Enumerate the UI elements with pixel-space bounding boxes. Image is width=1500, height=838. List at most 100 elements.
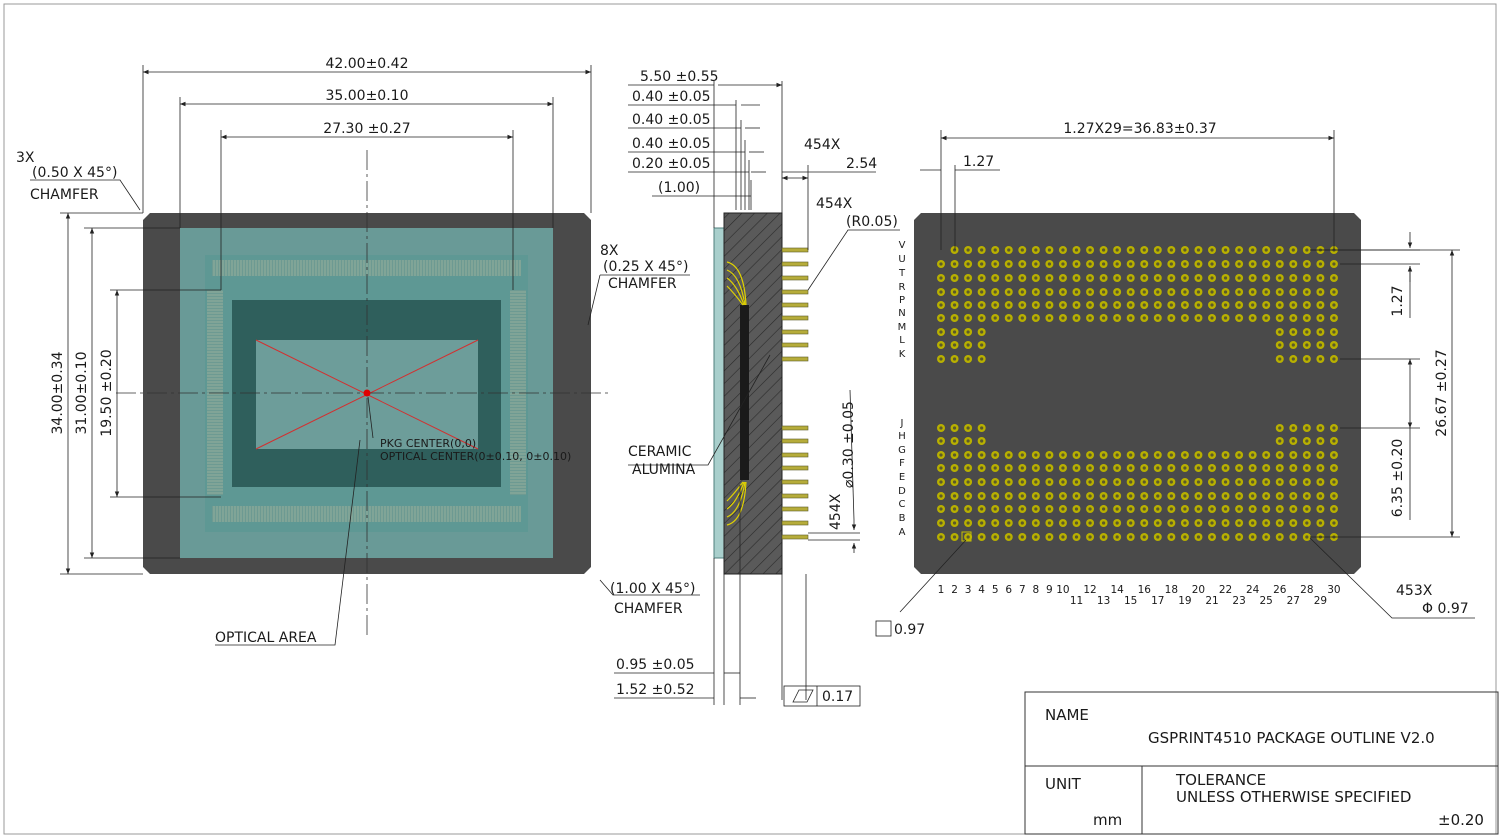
- pin-hole: [1020, 507, 1024, 511]
- pin-hole: [1183, 466, 1187, 470]
- pin-hole: [1183, 290, 1187, 294]
- pin-hole: [1156, 316, 1160, 320]
- pin-hole: [1251, 316, 1255, 320]
- column-label: 29: [1314, 595, 1327, 607]
- pin-hole: [1291, 521, 1295, 525]
- pin-hole: [1074, 494, 1079, 498]
- pin-hole: [1332, 507, 1336, 511]
- pin-hole: [980, 343, 984, 347]
- pin-hole: [1156, 521, 1160, 525]
- pin-hole: [1305, 343, 1309, 347]
- pin-hole: [952, 507, 957, 511]
- pin-hole: [1210, 507, 1214, 511]
- pin-hole: [1264, 535, 1268, 539]
- pin-hole: [1237, 276, 1241, 280]
- side-pin: [781, 479, 809, 485]
- pin-hole: [1251, 276, 1255, 280]
- pin-hole: [1318, 276, 1322, 280]
- pin-hole: [1223, 276, 1228, 280]
- chamfer-left-size: (0.50 X 45°): [32, 165, 117, 181]
- pin-hole: [1264, 507, 1268, 511]
- pin-hole: [1074, 290, 1079, 294]
- dim-glass-thickness: 0.95 ±0.05: [616, 657, 695, 673]
- pin-hole: [1223, 262, 1228, 266]
- pin-hole: [1142, 453, 1146, 457]
- chamfer-right-word: CHAMFER: [608, 276, 677, 292]
- pin-hole: [1156, 480, 1160, 484]
- pin-hole: [966, 535, 970, 539]
- pin-hole: [1034, 290, 1038, 294]
- pin-hole: [1251, 290, 1255, 294]
- pin-hole: [1115, 507, 1119, 511]
- pin-hole: [1115, 316, 1119, 320]
- pin-hole: [1291, 535, 1295, 539]
- pin-hole: [1142, 303, 1146, 307]
- pin-hole: [1251, 303, 1255, 307]
- side-pin: [781, 534, 809, 540]
- side-pin: [781, 520, 809, 526]
- pin-hole: [1034, 276, 1038, 280]
- pin-hole: [952, 262, 957, 266]
- pin-hole: [1223, 494, 1228, 498]
- dim-glass-gap: 1.52 ±0.52: [616, 682, 695, 698]
- pin-hole: [1196, 262, 1201, 266]
- pin-hole: [1129, 521, 1133, 525]
- pin-hole: [1332, 316, 1336, 320]
- title-unit-label: UNIT: [1045, 775, 1082, 793]
- pin-hole: [1278, 494, 1282, 498]
- pin-hole: [1278, 303, 1282, 307]
- pin-hole: [1047, 248, 1051, 252]
- pin-hole: [1264, 303, 1268, 307]
- pin-hole: [1237, 466, 1241, 470]
- pin-hole: [1115, 494, 1119, 498]
- pin-hole: [1102, 316, 1106, 320]
- pin-hole: [1251, 453, 1255, 457]
- side-pin: [781, 329, 809, 335]
- title-tolerance-line1: TOLERANCE: [1175, 771, 1266, 789]
- pin-hole: [1196, 535, 1201, 539]
- row-label: U: [898, 254, 905, 265]
- pin-hole: [1047, 507, 1051, 511]
- pin-hole: [1020, 466, 1024, 470]
- pin-hole: [1318, 480, 1322, 484]
- pin-hole: [1169, 248, 1173, 252]
- pin-hole: [939, 330, 943, 334]
- pin-hole: [1196, 494, 1201, 498]
- dim-optical-height: 19.50 ±0.20: [99, 349, 115, 436]
- pin-hole: [993, 466, 997, 470]
- pin-hole: [1305, 453, 1309, 457]
- pin-hole: [980, 316, 984, 320]
- pin-hole: [1264, 480, 1268, 484]
- pin-hole: [1318, 521, 1322, 525]
- pin-hole: [1020, 521, 1024, 525]
- pin-hole: [1291, 276, 1295, 280]
- column-label: 15: [1124, 595, 1137, 607]
- column-label: 1: [938, 584, 945, 596]
- pin-hole: [993, 453, 997, 457]
- pin-hole: [1169, 262, 1173, 266]
- column-label: 16: [1138, 584, 1152, 596]
- pin-hole: [1074, 535, 1079, 539]
- pin-hole: [1183, 480, 1187, 484]
- pin-hole: [1034, 494, 1038, 498]
- pin-hole: [1318, 494, 1322, 498]
- pin-hole: [1251, 494, 1255, 498]
- pin-hole: [952, 466, 957, 470]
- pin-hole: [1332, 426, 1336, 430]
- pin-hole: [1061, 316, 1065, 320]
- pin-hole: [1251, 480, 1255, 484]
- pin-hole: [1237, 316, 1241, 320]
- pin-hole: [1129, 507, 1133, 511]
- pin-hole: [1034, 535, 1038, 539]
- pin-hole: [1278, 439, 1282, 443]
- pin-hole: [1007, 248, 1011, 252]
- pin-hole: [966, 316, 970, 320]
- pin-hole: [939, 439, 943, 443]
- pin-hole: [1047, 453, 1051, 457]
- pin-hole: [1278, 521, 1282, 525]
- pin-hole: [1332, 330, 1336, 334]
- pin-hole: [1129, 290, 1133, 294]
- pin-hole: [1169, 290, 1173, 294]
- pin-hole: [1183, 303, 1187, 307]
